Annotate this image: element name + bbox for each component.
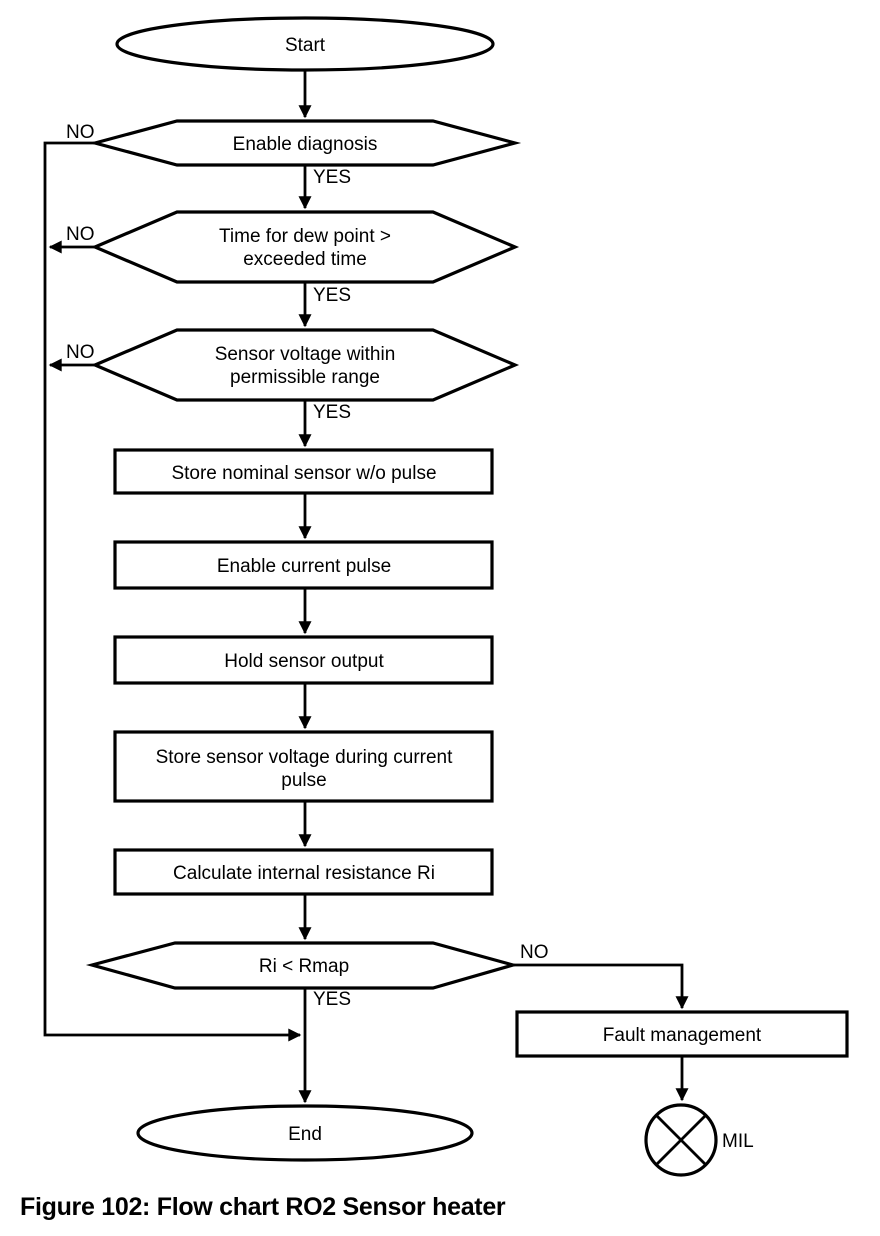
edge-label-no-ri-rmap: NO [520, 942, 549, 963]
decision-sensor-voltage-label-line2: permissible range [230, 367, 380, 388]
process-store-sensor-voltage-label-line1: Store sensor voltage during current [156, 747, 453, 768]
mil-indicator-icon [644, 1103, 718, 1177]
edge-label-yes-sensor-voltage: YES [313, 402, 351, 423]
process-store-nominal: Store nominal sensor w/o pulse [113, 448, 494, 495]
end-shape [136, 1104, 474, 1162]
decision-sensor-voltage-label-line1: Sensor voltage within [215, 344, 396, 365]
decision-dew-point-shape [90, 210, 520, 284]
decision-dew-point-label-line2: exceeded time [243, 249, 367, 270]
process-store-sensor-voltage-shape [113, 730, 494, 803]
start-label: Start [285, 35, 326, 56]
decision-enable-diagnosis-label: Enable diagnosis [233, 134, 378, 155]
process-calculate-ri-label: Calculate internal resistance Ri [173, 863, 435, 884]
decision-enable-diagnosis-shape [88, 119, 522, 167]
start-shape [115, 16, 495, 72]
decision-dew-point: Time for dew point > exceeded time [90, 210, 520, 284]
connector-no-return-loop [43, 141, 302, 1042]
process-hold-sensor-output-shape [113, 635, 494, 685]
mil-cross-line-2 [655, 1114, 707, 1166]
decision-ri-rmap: Ri < Rmap [85, 941, 519, 990]
process-fault-management-label: Fault management [603, 1025, 762, 1046]
process-enable-current-pulse-shape [113, 540, 494, 590]
edge-label-yes-ri-rmap: YES [313, 989, 351, 1010]
decision-enable-diagnosis: Enable diagnosis [88, 119, 522, 167]
process-fault-management: Fault management [515, 1010, 849, 1058]
decision-sensor-voltage-shape [90, 328, 520, 402]
connector-ri-rmap-no-to-fault [513, 963, 689, 1010]
decision-ri-rmap-shape [85, 941, 519, 990]
end-node: End [136, 1104, 474, 1162]
process-store-sensor-voltage-label-line2: pulse [281, 770, 326, 791]
process-hold-sensor-output-label: Hold sensor output [224, 651, 384, 672]
edge-label-yes-dew-point: YES [313, 285, 351, 306]
process-hold-sensor-output: Hold sensor output [113, 635, 494, 685]
process-fault-management-shape [515, 1010, 849, 1058]
process-calculate-ri-shape [113, 848, 494, 896]
decision-sensor-voltage: Sensor voltage within permissible range [90, 328, 520, 402]
process-calculate-ri: Calculate internal resistance Ri [113, 848, 494, 896]
end-label: End [288, 1124, 322, 1145]
decision-dew-point-label-line1: Time for dew point > [219, 226, 391, 247]
edge-label-no-enable-diagnosis: NO [66, 122, 95, 143]
figure-caption: Figure 102: Flow chart RO2 Sensor heater [20, 1193, 506, 1221]
edge-label-no-dew-point: NO [66, 224, 95, 245]
process-enable-current-pulse-label: Enable current pulse [217, 556, 391, 577]
process-store-nominal-label: Store nominal sensor w/o pulse [171, 463, 436, 484]
mil-label: MIL [722, 1131, 754, 1152]
decision-ri-rmap-label: Ri < Rmap [259, 956, 349, 977]
process-store-sensor-voltage: Store sensor voltage during current puls… [113, 730, 494, 803]
process-store-nominal-shape [113, 448, 494, 495]
edge-label-no-sensor-voltage: NO [66, 342, 95, 363]
start-node: Start [115, 16, 495, 72]
edge-label-yes-enable-diagnosis: YES [313, 167, 351, 188]
process-enable-current-pulse: Enable current pulse [113, 540, 494, 590]
